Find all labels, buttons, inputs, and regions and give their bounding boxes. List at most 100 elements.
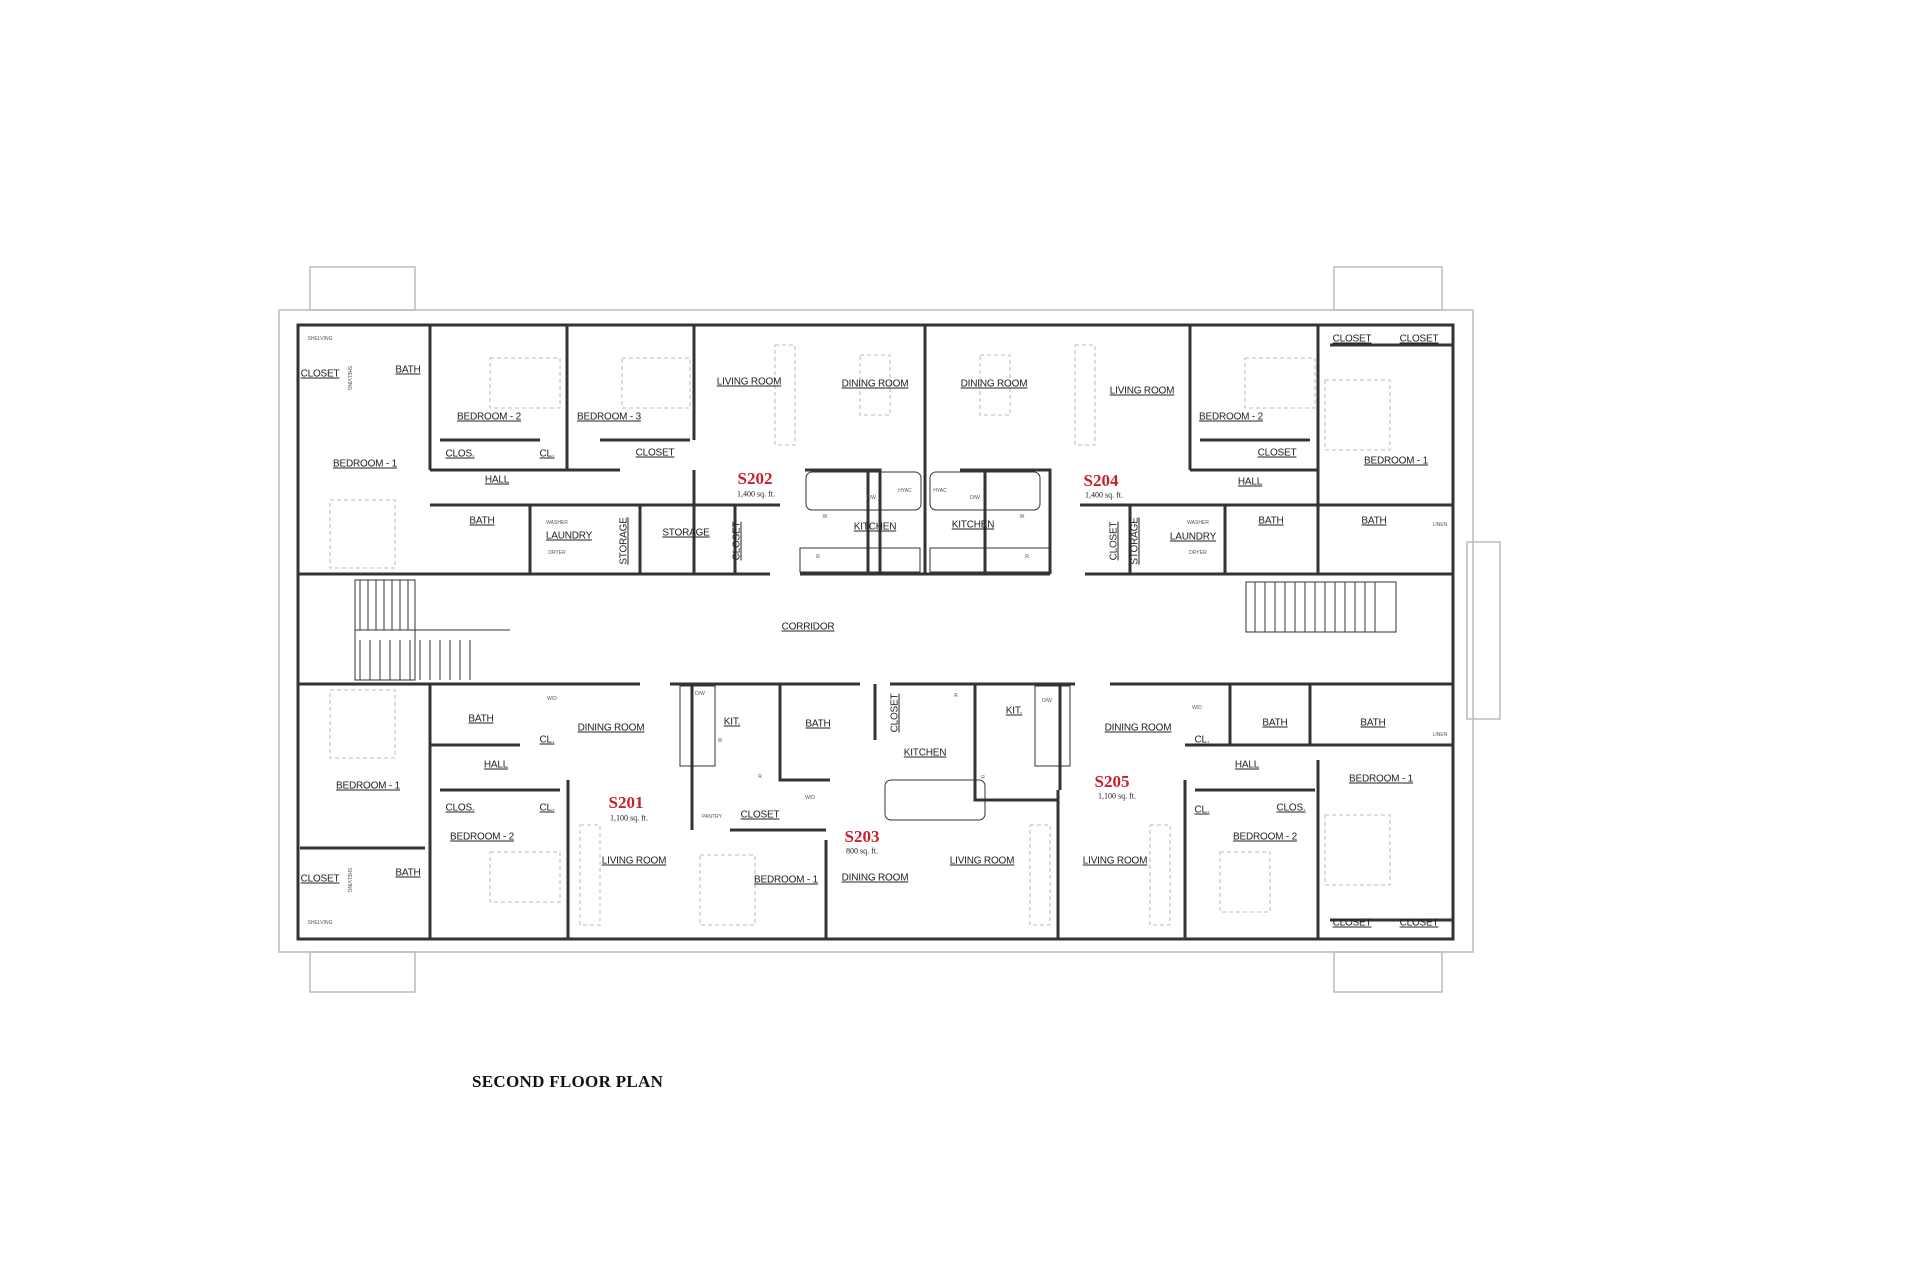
room-label: STORAGE [618, 517, 630, 565]
room-label: BATH [1262, 717, 1288, 729]
unit-label-s203: S203 [844, 827, 880, 846]
room-label: CLOSET [635, 447, 675, 459]
room-label: BATH [1361, 515, 1387, 527]
furniture [329, 344, 1391, 926]
room-label: CLOSET [300, 873, 340, 885]
room-label: LIVING ROOM [1082, 855, 1148, 867]
room-label: CLOSET [1108, 521, 1120, 561]
room-label: HALL [484, 474, 510, 486]
unit-area-s204: 1,400 sq. ft. [1085, 490, 1123, 500]
room-label: CLOSET [1399, 917, 1439, 929]
room-label: CLOS. [445, 448, 475, 460]
unit-area-s203: 800 sq. ft. [846, 846, 878, 856]
room-label: CLOSET [1257, 447, 1297, 459]
room-label: LIVING ROOM [949, 855, 1015, 867]
fixture-label: W/D [1192, 705, 1202, 711]
fixture-label: W [717, 738, 723, 744]
fixture-label: HYAC [898, 488, 912, 494]
room-label: CL. [1194, 734, 1210, 746]
room-label: BEDROOM - 3 [577, 411, 641, 423]
fixture-label: W/D [805, 795, 815, 801]
unit-label-s205: S205 [1094, 772, 1130, 791]
room-label: HALL [1234, 759, 1260, 771]
room-label: DINING ROOM [841, 378, 909, 390]
fixture-label: W/D [547, 696, 557, 702]
room-label: KIT. [1005, 705, 1023, 717]
unit-area-s201: 1,100 sq. ft. [610, 813, 648, 823]
fixture-label: SHELVING [307, 920, 333, 926]
room-label: LIVING ROOM [1109, 385, 1175, 397]
fixture-label: D/W [1042, 698, 1052, 704]
unit-label-s201: S201 [608, 793, 644, 812]
room-label: CL. [539, 448, 555, 460]
unit-label-s202: S202 [737, 469, 773, 488]
walls [296, 323, 1455, 941]
room-label: STORAGE [1129, 517, 1141, 565]
room-label: KIT. [723, 716, 741, 728]
room-label: BATH [395, 867, 421, 879]
unit-label-s204: S204 [1083, 471, 1119, 490]
room-label: CLOSET [731, 521, 743, 561]
fixture-label: SHELVING [307, 336, 333, 342]
room-label: CLOSET [1332, 917, 1372, 929]
building-outline [278, 266, 1501, 993]
room-label: BATH [469, 515, 495, 527]
room-label: BATH [468, 713, 494, 725]
fixture-label: D/W [970, 495, 980, 501]
fixture-label: R [758, 774, 762, 780]
fixture-label: DRYER [548, 550, 566, 556]
plan-title: SECOND FLOOR PLAN [472, 1072, 664, 1091]
fixture-label: D/W [866, 495, 876, 501]
room-label: CLOS. [445, 802, 475, 814]
room-label: BATH [395, 364, 421, 376]
fixture-label: R [954, 693, 958, 699]
room-label: LIVING ROOM [601, 855, 667, 867]
room-label: LIVING ROOM [716, 376, 782, 388]
unit-area-s205: 1,100 sq. ft. [1098, 791, 1136, 801]
room-label: BEDROOM - 2 [1233, 831, 1297, 843]
room-label: CLOSET [889, 693, 901, 733]
fixture-label: D/W [695, 691, 705, 697]
room-label: BATH [1360, 717, 1386, 729]
room-label: LAUNDRY [1169, 531, 1217, 543]
fixture-label: SHELVING [346, 867, 352, 893]
fixture-label: R [816, 554, 820, 560]
room-label: BEDROOM - 2 [457, 411, 521, 423]
room-label: CL. [539, 802, 555, 814]
fixture-label: PANTRY [702, 814, 722, 820]
room-label: HALL [483, 759, 509, 771]
fixture-label: W [1019, 514, 1025, 520]
room-label: STORAGE [662, 527, 710, 539]
room-label-corridor: CORRIDOR [781, 621, 835, 633]
room-label: LAUNDRY [545, 530, 593, 542]
room-label: BEDROOM - 1 [336, 780, 400, 792]
room-label: BEDROOM - 2 [1199, 411, 1263, 423]
room-label: CLOSET [300, 368, 340, 380]
room-label: KITCHEN [903, 747, 947, 759]
fixture-label: WASHER [1187, 520, 1209, 526]
kitchen-counters [679, 471, 1071, 821]
fixture-label: HYAC [933, 488, 947, 494]
room-label: BEDROOM - 1 [1364, 455, 1428, 467]
stairs [354, 579, 1397, 681]
room-label: KITCHEN [853, 521, 897, 533]
room-label: DINING ROOM [960, 378, 1028, 390]
room-label: DINING ROOM [841, 872, 909, 884]
room-label: KITCHEN [951, 519, 995, 531]
fixture-label: WASHER [546, 520, 568, 526]
room-label: BATH [1258, 515, 1284, 527]
room-label: DINING ROOM [1104, 722, 1172, 734]
fixture-label: R [981, 775, 985, 781]
fixture-label: R [1025, 554, 1029, 560]
fixture-label: DRYER [1189, 550, 1207, 556]
room-label: CL. [1194, 804, 1210, 816]
room-label: CL. [539, 734, 555, 746]
room-label: CLOSET [740, 809, 780, 821]
room-label: CLOSET [1332, 333, 1372, 345]
fixture-label: LINEN [1432, 732, 1448, 738]
room-label: BEDROOM - 1 [754, 874, 818, 886]
room-label: HALL [1237, 476, 1263, 488]
fixture-label: SHELVING [346, 365, 352, 391]
